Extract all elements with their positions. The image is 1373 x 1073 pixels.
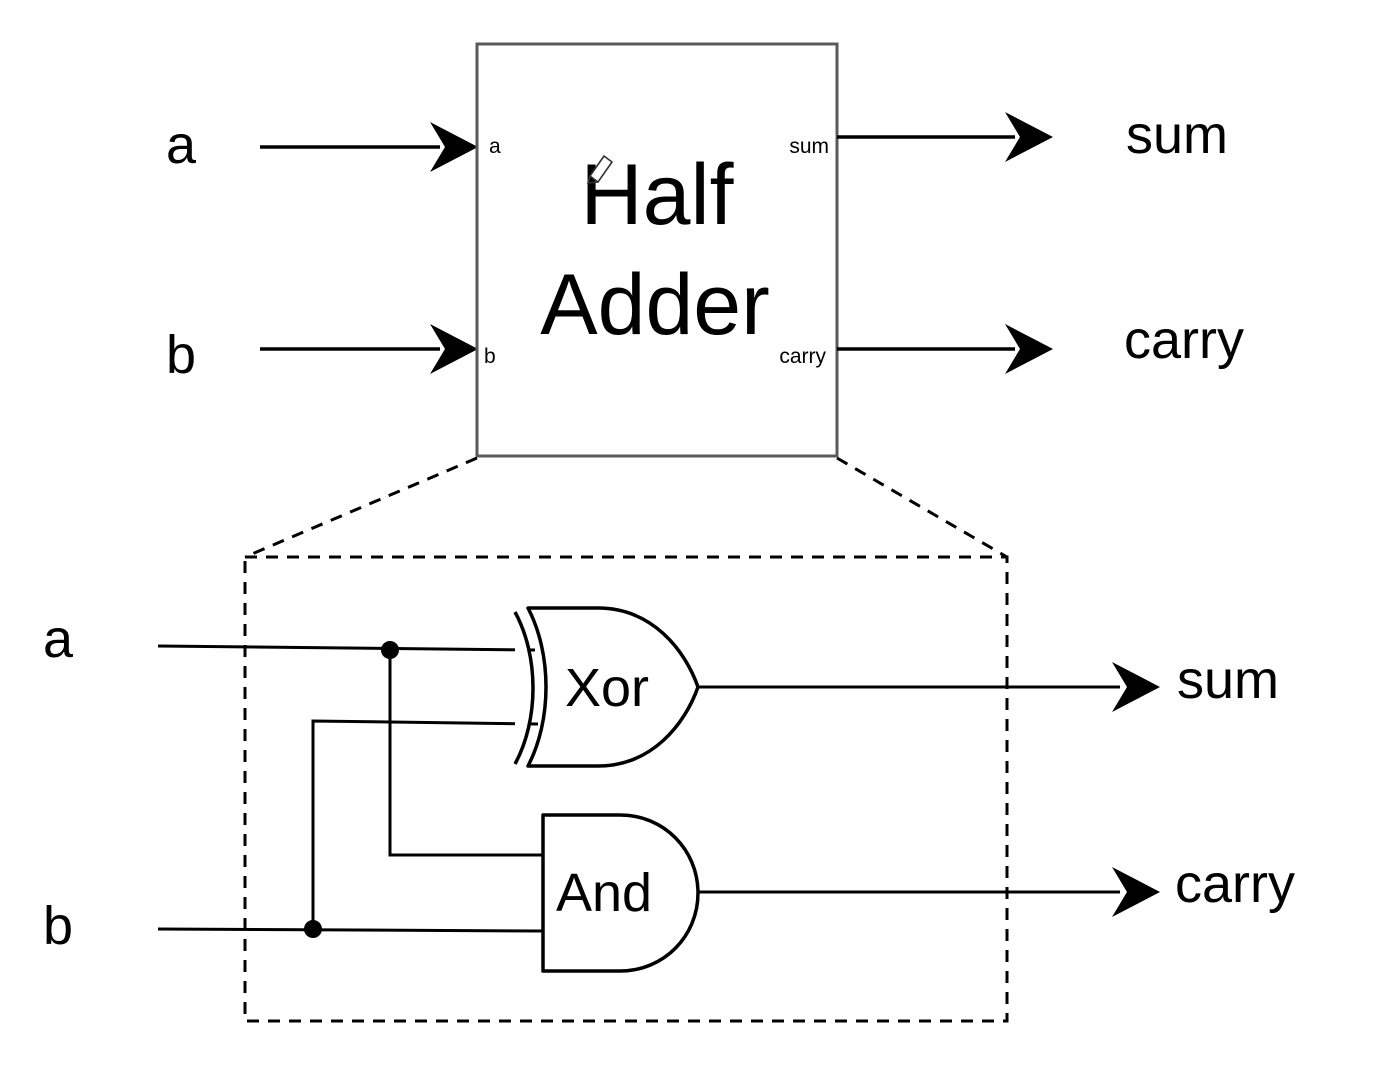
- junction-a: [381, 641, 399, 659]
- wire-a-to-xor: [157, 644, 536, 652]
- top-input-a-label: a: [166, 115, 197, 175]
- wire-b-to-xor: [311, 719, 539, 929]
- zoom-connector: [243, 456, 1009, 1023]
- top-output-sum-label: sum: [1126, 105, 1228, 165]
- zoom-line-left: [244, 456, 478, 559]
- block-title-line2: Adder: [540, 257, 770, 353]
- zoom-detail-box: [243, 555, 1009, 1023]
- bottom-output-sum-label: sum: [1177, 650, 1279, 710]
- bottom-output-carry-arrow: [1112, 867, 1160, 917]
- top-input-a-arrow: [430, 122, 478, 172]
- bottom-input-b-label: b: [43, 896, 73, 956]
- top-input-b-label: b: [166, 325, 196, 385]
- top-output-sum-arrow: [1005, 112, 1053, 162]
- block-port-carry: carry: [779, 345, 826, 368]
- wire-a-to-and: [388, 650, 543, 857]
- pencil-icon: [586, 154, 614, 184]
- half-adder-block: [475, 42, 839, 458]
- xor-gate: Xor: [513, 606, 700, 768]
- top-input-b-arrow: [430, 324, 478, 374]
- top-output-carry-arrow: [1005, 324, 1053, 374]
- and-gate-label: And: [556, 863, 652, 923]
- wire-b-to-and: [157, 927, 544, 933]
- bottom-output-sum-arrow: [1112, 662, 1160, 712]
- zoom-line-right: [836, 456, 1008, 559]
- block-port-b: b: [484, 345, 496, 368]
- top-output-carry-label: carry: [1124, 310, 1244, 370]
- bottom-output-carry-label: carry: [1175, 854, 1295, 914]
- block-port-sum: sum: [789, 135, 829, 158]
- bottom-input-a-label: a: [43, 609, 74, 669]
- and-gate: And: [541, 813, 700, 973]
- xor-gate-label: Xor: [565, 658, 649, 718]
- junction-b: [304, 920, 322, 938]
- gate-level-circuit: a b Xor And sum carry: [43, 606, 1295, 973]
- top-block-diagram: a b a b sum carry Half Adder sum carry: [166, 42, 1244, 458]
- block-port-a: a: [489, 135, 501, 158]
